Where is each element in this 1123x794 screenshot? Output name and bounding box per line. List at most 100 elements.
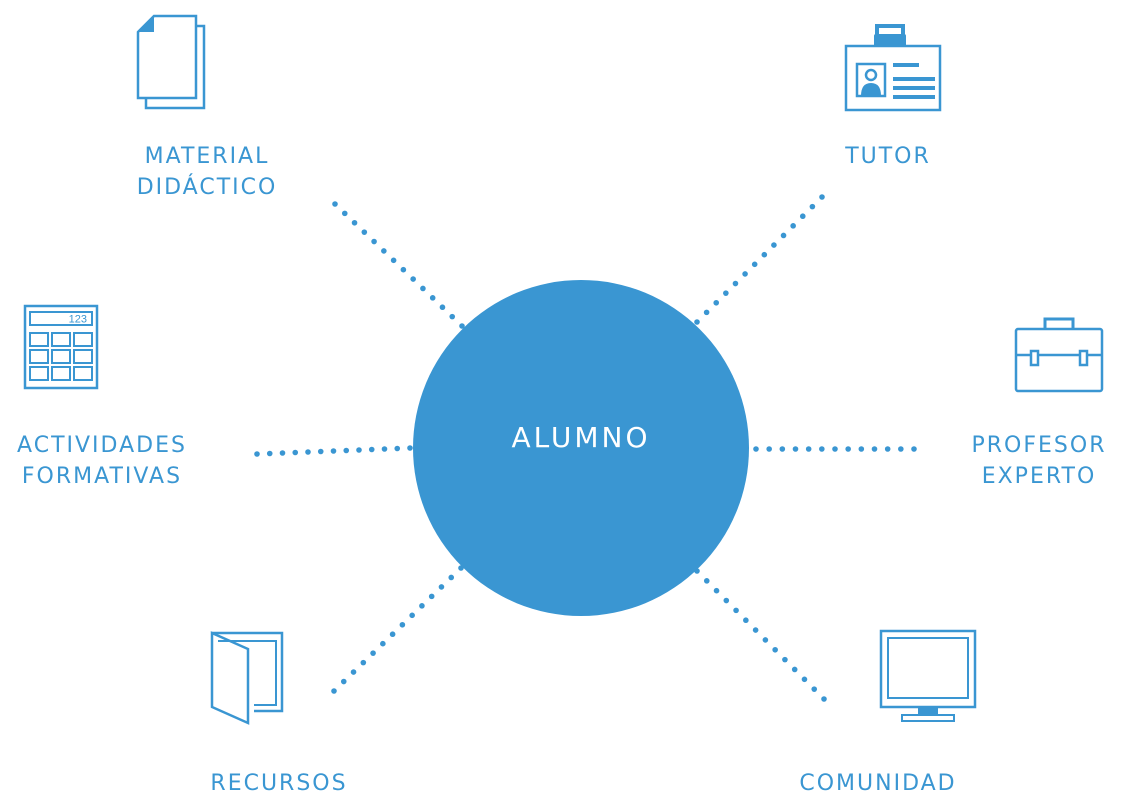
connector-material-dot (341, 210, 348, 217)
connector-material-dot (429, 295, 436, 301)
connector-material-dot (381, 248, 387, 254)
connector-recursos-dot (331, 688, 337, 694)
connector-profesor-dot (871, 446, 878, 452)
connector-material-dot (420, 285, 426, 292)
connector-recursos-dot (340, 678, 347, 685)
connector-comunidad-dot (782, 656, 788, 663)
connector-profesor-dot (805, 446, 812, 452)
profesor-label-line2: EXPERTO (981, 464, 1097, 489)
connector-profesor-dot (753, 446, 759, 452)
connector-comunidad-dot (762, 637, 769, 643)
connector-recursos-dot (399, 621, 406, 628)
connector-profesor-dot (819, 446, 825, 452)
connector-recursos-dot (419, 603, 425, 609)
connector-tutor-dot (742, 271, 748, 277)
connector-profesor-dot (779, 446, 786, 452)
material-label-line2: DIDÁCTICO (136, 175, 278, 200)
center-label: ALUMNO (511, 420, 651, 454)
recursos-label: RECURSOS (210, 771, 348, 794)
connector-actividades-dot (292, 449, 299, 456)
connector-recursos-dot (409, 612, 415, 619)
id-badge-icon (844, 24, 942, 112)
briefcase-icon (1014, 317, 1104, 393)
connector-recursos-dot (428, 593, 435, 600)
node-material-didactico: MATERIAL DIDÁCTICO (77, 141, 337, 203)
tutor-label: TUTOR (845, 144, 931, 169)
calculator-icon: 123 (23, 304, 99, 390)
connector-comunidad-dot (772, 646, 778, 653)
connector-material-dot (371, 238, 377, 245)
connector-profesor-dot (858, 446, 865, 452)
connector-actividades-dot (317, 448, 324, 455)
node-actividades-formativas: ACTIVIDADES FORMATIVAS (0, 430, 232, 492)
connector-comunidad-dot (713, 587, 720, 594)
connector-profesor-dot (898, 446, 904, 452)
node-tutor: TUTOR (758, 141, 1018, 172)
calculator-display-text: 123 (69, 314, 87, 326)
connector-comunidad-dot (801, 676, 808, 683)
connector-tutor-dot (780, 232, 787, 239)
connector-profesor-dot (766, 446, 772, 452)
connector-comunidad-dot (723, 597, 730, 604)
connector-material-dot (439, 304, 446, 311)
connector-actividades-dot (343, 447, 350, 454)
node-profesor-experto: PROFESOR EXPERTO (909, 430, 1123, 492)
connector-material-dot (400, 266, 407, 273)
connector-recursos-dot (438, 584, 445, 590)
connector-recursos-dot (389, 631, 396, 638)
connector-comunidad-dot (791, 666, 798, 673)
connector-actividades-dot (394, 445, 401, 452)
profesor-label-line1: PROFESOR (971, 433, 1107, 458)
connector-recursos-dot (370, 650, 376, 656)
connector-tutor-dot (790, 223, 796, 229)
connector-comunidad-dot (743, 617, 749, 624)
connector-comunidad-dot (703, 578, 710, 584)
connector-material-dot (332, 201, 338, 207)
monitor-icon (879, 629, 977, 722)
connector-profesor-dot (845, 446, 851, 452)
actividades-label-line2: FORMATIVAS (21, 464, 183, 489)
connector-recursos-dot (360, 659, 367, 666)
connector-actividades-dot (266, 450, 273, 457)
connector-tutor-dot (703, 309, 710, 316)
node-recursos: RECURSOS (149, 768, 409, 794)
connector-comunidad-dot (752, 627, 759, 633)
connector-profesor-dot (792, 446, 799, 452)
connector-material-dot (351, 219, 358, 226)
connector-comunidad-dot (821, 696, 827, 702)
connector-actividades-dot (305, 449, 311, 455)
connector-tutor-dot (732, 280, 739, 287)
connector-tutor-dot (771, 242, 777, 248)
connector-comunidad-dot (733, 607, 739, 614)
connector-tutor-dot (694, 319, 700, 325)
documents-icon (136, 14, 206, 110)
connector-tutor-dot (751, 261, 758, 268)
node-comunidad: COMUNIDAD (748, 768, 1008, 794)
connector-comunidad-dot (811, 686, 818, 692)
comunidad-label: COMUNIDAD (799, 771, 957, 794)
connector-actividades-dot (279, 450, 286, 456)
center-node: ALUMNO (413, 280, 749, 616)
connector-material-dot (449, 313, 456, 320)
connector-material-dot (410, 276, 416, 282)
connector-tutor-dot (761, 251, 768, 258)
connector-actividades-dot (381, 446, 388, 452)
connector-material-dot (390, 257, 397, 264)
connector-tutor-dot (723, 290, 729, 296)
connector-recursos-dot (380, 640, 386, 647)
folder-icon (210, 631, 284, 725)
connector-profesor-dot (911, 446, 917, 452)
connector-material-dot (361, 229, 368, 235)
connector-recursos-dot (350, 669, 357, 675)
connector-profesor-dot (884, 446, 891, 452)
connector-actividades-dot (330, 448, 337, 454)
connector-tutor-dot (809, 203, 816, 210)
connector-recursos-dot (448, 574, 455, 581)
connector-actividades-dot (254, 451, 260, 457)
connector-tutor-dot (713, 299, 720, 306)
connector-actividades-dot (356, 447, 362, 453)
connector-profesor-dot (832, 446, 838, 452)
connector-tutor-dot (799, 213, 806, 220)
